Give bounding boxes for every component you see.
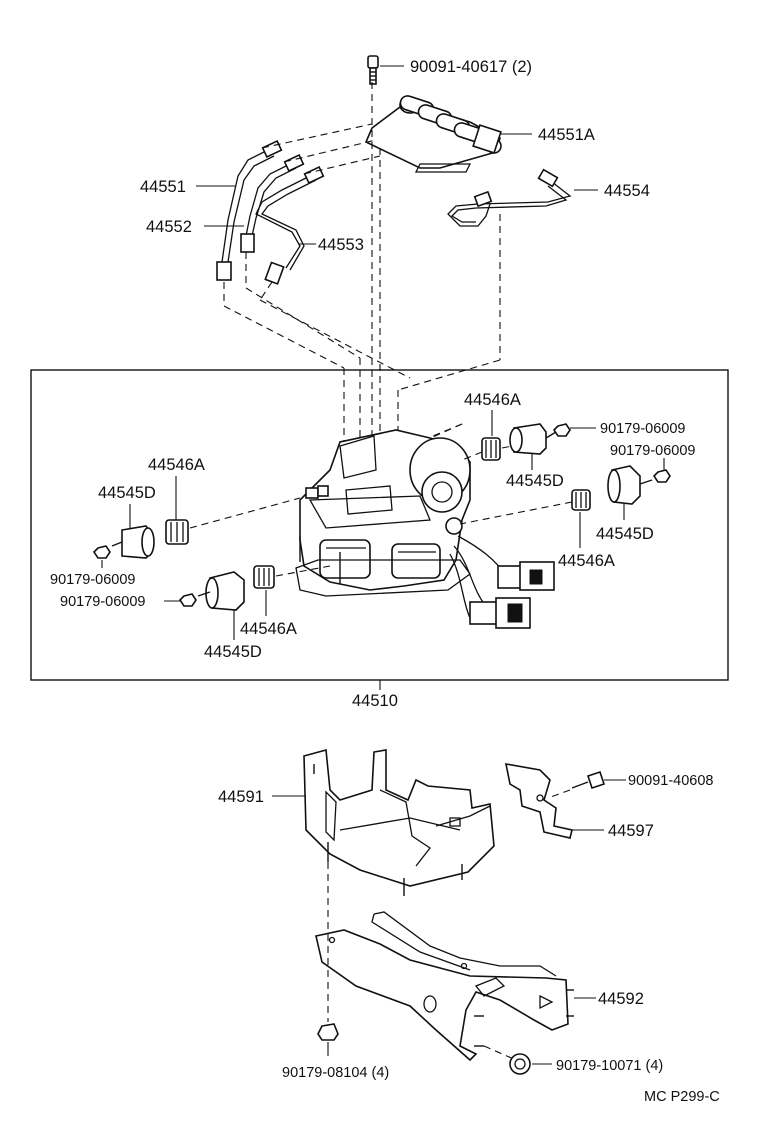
dashed-connections-top — [223, 82, 501, 449]
dashed-connections-bottom — [327, 862, 517, 1061]
label-44597: 44597 — [608, 822, 654, 840]
solenoid-block-44551a — [364, 95, 532, 173]
damper-44545d-top — [501, 423, 557, 470]
nut-90179-06009-l2 — [164, 593, 197, 607]
label-90179-06009-l2: 90179-06009 — [60, 594, 145, 610]
label-44592: 44592 — [598, 990, 644, 1008]
label-44551a: 44551A — [538, 126, 595, 144]
tube-44552 — [204, 154, 305, 253]
tube-44554 — [447, 168, 598, 227]
grommet-44546a-left — [165, 476, 301, 545]
label-44546a-left: 44546A — [148, 456, 205, 474]
label-44554: 44554 — [604, 182, 650, 200]
actuator-body — [295, 429, 555, 629]
label-44552: 44552 — [146, 218, 192, 236]
label-44545d-right: 44545D — [596, 525, 654, 543]
damper-44545d-bottom — [197, 571, 245, 640]
label-90179-06009-tr2: 90179-06009 — [610, 443, 695, 459]
label-44546a-bottom: 44546A — [240, 620, 297, 638]
label-44591: 44591 — [218, 788, 264, 806]
label-44553: 44553 — [318, 236, 364, 254]
label-44510: 44510 — [352, 692, 398, 710]
damper-44545d-left — [111, 504, 155, 559]
bolt-90091-40617 — [367, 55, 404, 85]
label-44545d-bottom: 44545D — [204, 643, 262, 661]
tube-44551 — [196, 140, 283, 281]
bracket-44592 — [315, 911, 596, 1062]
grommet-44546a-right — [459, 489, 591, 548]
label-90091-40608: 90091-40608 — [628, 773, 713, 789]
diagram-code: MC P299-C — [644, 1089, 720, 1105]
bracket-44591 — [272, 748, 495, 896]
label-44546a-right: 44546A — [558, 552, 615, 570]
grommet-44546a-top — [461, 410, 501, 461]
nut-90179-08104 — [317, 1023, 339, 1056]
nut-90179-06009-tr1 — [552, 423, 596, 437]
label-44545d-left: 44545D — [98, 484, 156, 502]
nut-90179-06009-tr2 — [652, 458, 671, 483]
grommet-44546a-bottom — [253, 565, 331, 616]
nut-90179-06009-l1 — [92, 545, 111, 568]
label-44546a-top: 44546A — [464, 391, 521, 409]
label-90179-06009-tr1: 90179-06009 — [600, 421, 685, 437]
nut-90179-10071 — [509, 1053, 552, 1075]
label-44551: 44551 — [140, 178, 186, 196]
label-90091-40617: 90091-40617 (2) — [410, 58, 532, 76]
label-90179-06009-l1: 90179-06009 — [50, 572, 135, 588]
tube-44553 — [255, 166, 325, 285]
damper-44545d-right — [607, 465, 653, 520]
label-90179-10071: 90179-10071 (4) — [556, 1058, 663, 1074]
label-90179-08104: 90179-08104 (4) — [282, 1065, 389, 1081]
label-44545d-top: 44545D — [506, 472, 564, 490]
bracket-44597 — [504, 763, 604, 839]
bolt-90091-40608 — [547, 770, 626, 799]
